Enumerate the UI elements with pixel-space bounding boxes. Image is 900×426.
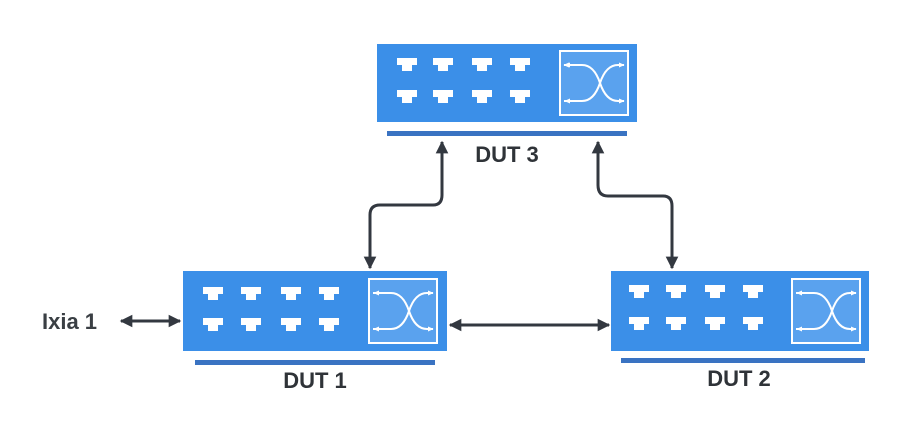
ethernet-port-icon <box>281 287 301 300</box>
device-label: DUT 3 <box>475 142 539 167</box>
ethernet-port-icon <box>629 285 649 298</box>
crossbar-arrows-icon <box>368 278 438 344</box>
network-switch-icon <box>377 44 637 136</box>
ethernet-port-icon <box>705 317 725 330</box>
ethernet-port-icon <box>433 90 453 103</box>
ethernet-port-icon <box>433 58 453 71</box>
port-group <box>203 287 339 331</box>
ethernet-port-icon <box>705 285 725 298</box>
link-dut2-dut3 <box>591 140 679 270</box>
ethernet-port-icon <box>281 318 301 331</box>
crossbar-arrows-icon <box>560 50 629 116</box>
ethernet-port-icon <box>743 317 763 330</box>
ethernet-port-icon <box>629 317 649 330</box>
ethernet-port-icon <box>472 90 492 103</box>
ethernet-port-icon <box>241 318 261 331</box>
ethernet-port-icon <box>319 287 339 300</box>
ethernet-port-icon <box>510 90 530 103</box>
ethernet-port-icon <box>397 58 417 71</box>
port-group <box>629 285 763 330</box>
ethernet-port-icon <box>203 287 223 300</box>
ethernet-port-icon <box>472 58 492 71</box>
network-switch-icon <box>611 271 869 363</box>
crossbar-arrows-icon <box>791 278 861 344</box>
device-label: DUT 1 <box>283 368 347 393</box>
external-label-ixia1: Ixia 1 <box>42 309 97 334</box>
switch-base <box>621 358 865 363</box>
ethernet-port-icon <box>743 285 763 298</box>
ethernet-port-icon <box>666 285 686 298</box>
network-switch-icon <box>183 271 447 365</box>
ethernet-port-icon <box>319 318 339 331</box>
ethernet-port-icon <box>666 317 686 330</box>
links <box>119 140 679 332</box>
switch-base <box>195 360 435 365</box>
ethernet-port-icon <box>397 90 417 103</box>
ethernet-port-icon <box>241 287 261 300</box>
device-label: DUT 2 <box>707 366 771 391</box>
ethernet-port-icon <box>203 318 223 331</box>
device-dut1[interactable]: DUT 1 <box>183 271 447 393</box>
device-dut3[interactable]: DUT 3 <box>377 44 637 167</box>
device-dut2[interactable]: DUT 2 <box>611 271 869 391</box>
port-group <box>397 58 530 103</box>
ethernet-port-icon <box>510 58 530 71</box>
switch-base <box>387 131 627 136</box>
link-dut1-dut3 <box>363 140 449 270</box>
